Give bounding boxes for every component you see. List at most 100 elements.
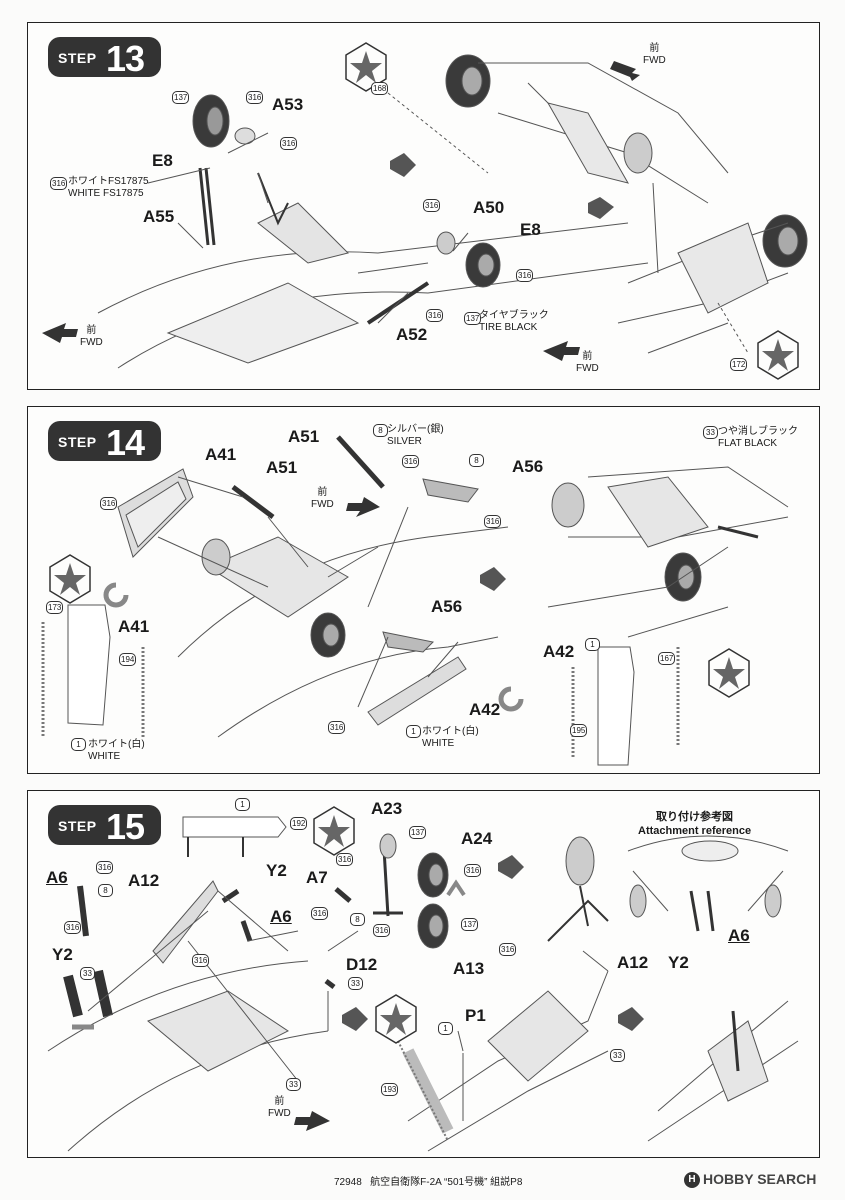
fwd-en: FWD [311,499,334,510]
step-number: 13 [106,38,145,79]
part-label: A6 [728,926,750,945]
watermark-text: HOBBY SEARCH [703,1171,817,1187]
step-word: STEP [58,434,97,450]
paint-en: WHITE FS17875 [68,188,144,199]
part-label: Y2 [266,861,287,880]
color-callout: 316 [64,921,82,934]
step-13-panel: STEP 13 A53 E8 A55 A50 E8 A52 137 316 31… [27,22,820,390]
color-callout: 195 [570,724,588,737]
part-label: P1 [465,1006,486,1025]
step-badge: STEP 14 [48,421,161,463]
part-label: A12 [617,953,649,972]
part-label: A6 [46,868,68,887]
color-callout: 137 [461,918,479,931]
color-callout: 194 [119,653,137,666]
fwd-jp: 前 [649,43,660,54]
part-label: A42 [469,700,501,719]
part-label: A42 [543,642,575,661]
color-callout: 316 [192,954,210,967]
part-label: A52 [396,325,428,344]
part-label: E8 [152,151,173,170]
step-word: STEP [58,50,97,66]
paint-instruction: シルバー(銀) SILVER [387,424,444,448]
color-callout: 137 [409,826,427,839]
part-label: E8 [520,220,541,239]
step-14-illustration [41,435,789,766]
color-callout: 316 [96,861,114,874]
color-callout: 316 [311,907,329,920]
paint-instruction: タイヤブラック TIRE BLACK [479,310,549,334]
fwd-indicator: 前 FWD [576,351,599,375]
part-label: A12 [128,871,160,890]
color-callout: 1 [406,725,421,738]
color-callout: 173 [46,601,64,614]
color-callout: 193 [381,1083,399,1096]
fwd-indicator: 前 FWD [268,1096,291,1120]
color-callout: 1 [235,798,250,811]
paint-en: SILVER [387,436,422,447]
part-label: D12 [346,955,378,974]
part-label: A56 [431,597,463,616]
step-15-illustration [47,806,799,1152]
color-callout: 316 [484,515,502,528]
fwd-en: FWD [268,1108,291,1119]
color-callout: 316 [423,199,441,212]
color-callout: 137 [464,312,482,325]
paint-en: WHITE [422,738,455,749]
step-14-panel: STEP 14 A51 A41 A51 A56 A41 A56 A42 A42 … [27,406,820,774]
paint-jp: つや消しブラック [718,426,798,437]
page-footer: 72948 航空自衛隊F-2A “501号機” 組説P8 [334,1173,522,1188]
paint-jp: タイヤブラック [479,310,549,321]
color-callout: 316 [246,91,264,104]
color-callout: 8 [469,454,484,467]
color-callout: 33 [610,1049,625,1062]
paint-en: FLAT BLACK [718,438,778,449]
part-label: A13 [453,959,485,978]
step-word: STEP [58,818,97,834]
part-label: A41 [205,445,237,464]
attachment-reference-title: 取り付け参考図 Attachment reference [638,810,751,838]
color-callout: 316 [499,943,517,956]
part-label: A7 [306,868,328,887]
color-callout: 316 [464,864,482,877]
paint-instruction: ホワイト(白) WHITE [422,726,479,750]
fwd-jp: 前 [582,351,593,362]
step-badge: STEP 15 [48,805,161,847]
paint-jp: ホワイト(白) [422,726,479,737]
paint-jp: ホワイト(白) [88,739,145,750]
part-label: A56 [512,457,544,476]
color-callout: 316 [516,269,534,282]
color-callout: 316 [402,455,420,468]
color-callout: 33 [286,1078,301,1091]
color-callout: 316 [336,853,354,866]
part-label: A41 [118,617,150,636]
fwd-jp: 前 [86,325,97,336]
part-label: A23 [371,799,403,818]
color-callout: 316 [373,924,391,937]
color-callout: 8 [350,913,365,926]
part-label: A6 [270,907,292,926]
part-label: A53 [272,95,304,114]
reference-jp: 取り付け参考図 [656,811,734,823]
hobby-search-logo-icon: H [684,1172,700,1189]
color-callout: 137 [172,91,190,104]
color-callout: 172 [730,358,748,371]
part-label: A51 [288,427,320,446]
color-callout: 316 [426,309,444,322]
step-badge: STEP 13 [48,37,161,79]
step-15-panel: STEP 15 A6 A12 Y2 A6 Y2 A7 A23 A24 D12 A… [27,790,820,1158]
fwd-en: FWD [576,363,599,374]
color-callout: 167 [658,652,676,665]
paint-en: WHITE [88,751,121,762]
color-callout: 33 [703,426,718,439]
part-label: Y2 [52,945,73,964]
color-callout: 1 [71,738,86,751]
paint-instruction: ホワイトFS17875 WHITE FS17875 [68,176,149,200]
part-label: A55 [143,207,175,226]
color-callout: 33 [80,967,95,980]
color-callout: 1 [438,1022,453,1035]
fwd-jp: 前 [274,1096,285,1107]
part-label: Y2 [668,953,689,972]
paint-en: TIRE BLACK [479,322,538,333]
fwd-jp: 前 [317,487,328,498]
